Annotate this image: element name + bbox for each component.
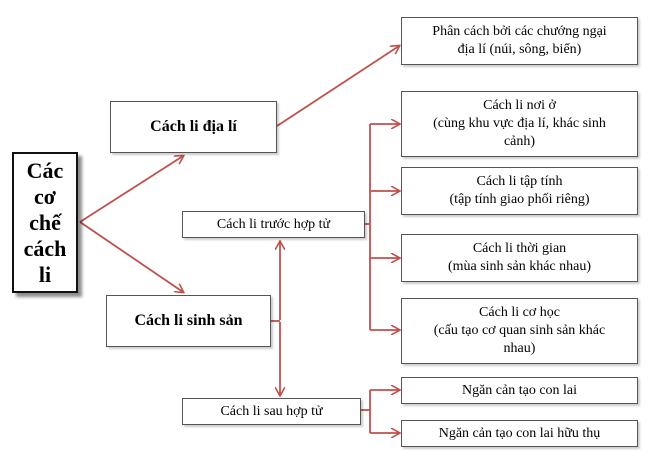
mechanical-line-3: nhau) <box>503 341 536 356</box>
geo-barrier-line-1: Phân cách bởi các chướng ngại <box>432 24 607 39</box>
root-line-5: li <box>38 261 52 287</box>
hybrid-prevention-node: Ngăn cản tạo con lai <box>401 377 638 404</box>
habitat-isolation-node: Cách li nơi ở (cùng khu vực địa lí, khác… <box>401 91 638 157</box>
root-line-4: cách <box>23 235 67 261</box>
geo-barrier-line-2: địa lí (núi, sông, biển) <box>457 42 582 57</box>
habitat-line-3: cảnh) <box>503 134 536 149</box>
behavioral-isolation-node: Cách li tập tính (tập tính giao phối riê… <box>401 167 638 215</box>
prezygotic-node: Cách li trước hợp tử <box>182 211 365 238</box>
habitat-line-1: Cách li nơi ở <box>483 98 556 113</box>
mechanical-line-1: Cách li cơ học <box>479 305 560 320</box>
mechanical-line-2: (cấu tạo cơ quan sinh sản khác <box>433 323 606 338</box>
root-line-3: chế <box>29 209 61 235</box>
habitat-line-2: (cùng khu vực địa lí, khác sinh <box>433 116 606 131</box>
hybrid-prevention-label: Ngăn cản tạo con lai <box>461 382 578 398</box>
behavioral-line-1: Cách li tập tính <box>476 174 563 189</box>
postzygotic-node: Cách li sau hợp tử <box>182 398 361 425</box>
geo-isolation-label: Cách li địa lí <box>150 118 237 135</box>
mechanical-isolation-node: Cách li cơ học (cấu tạo cơ quan sinh sản… <box>401 298 638 364</box>
fertile-hybrid-prevention-label: Ngăn cản tạo con lai hữu thụ <box>438 425 601 441</box>
prezygotic-label: Cách li trước hợp tử <box>216 216 331 232</box>
root-line-2: cơ <box>34 183 56 209</box>
repro-isolation-label: Cách li sinh sản <box>134 312 243 329</box>
behavioral-line-2: (tập tính giao phối riêng) <box>449 192 590 207</box>
geo-isolation-node: Cách li địa lí <box>110 101 277 153</box>
temporal-line-2: (mùa sinh sản khác nhau) <box>447 259 592 274</box>
root-node: Các cơ chế cách li <box>12 152 78 293</box>
root-line-1: Các <box>26 157 64 183</box>
repro-isolation-node: Cách li sinh sản <box>106 295 271 347</box>
temporal-line-1: Cách li thời gian <box>472 241 567 256</box>
postzygotic-label: Cách li sau hợp tử <box>220 403 323 419</box>
temporal-isolation-node: Cách li thời gian (mùa sinh sản khác nha… <box>401 234 638 282</box>
geo-barrier-note: Phân cách bởi các chướng ngại địa lí (nú… <box>401 17 638 65</box>
fertile-hybrid-prevention-node: Ngăn cản tạo con lai hữu thụ <box>401 420 638 447</box>
